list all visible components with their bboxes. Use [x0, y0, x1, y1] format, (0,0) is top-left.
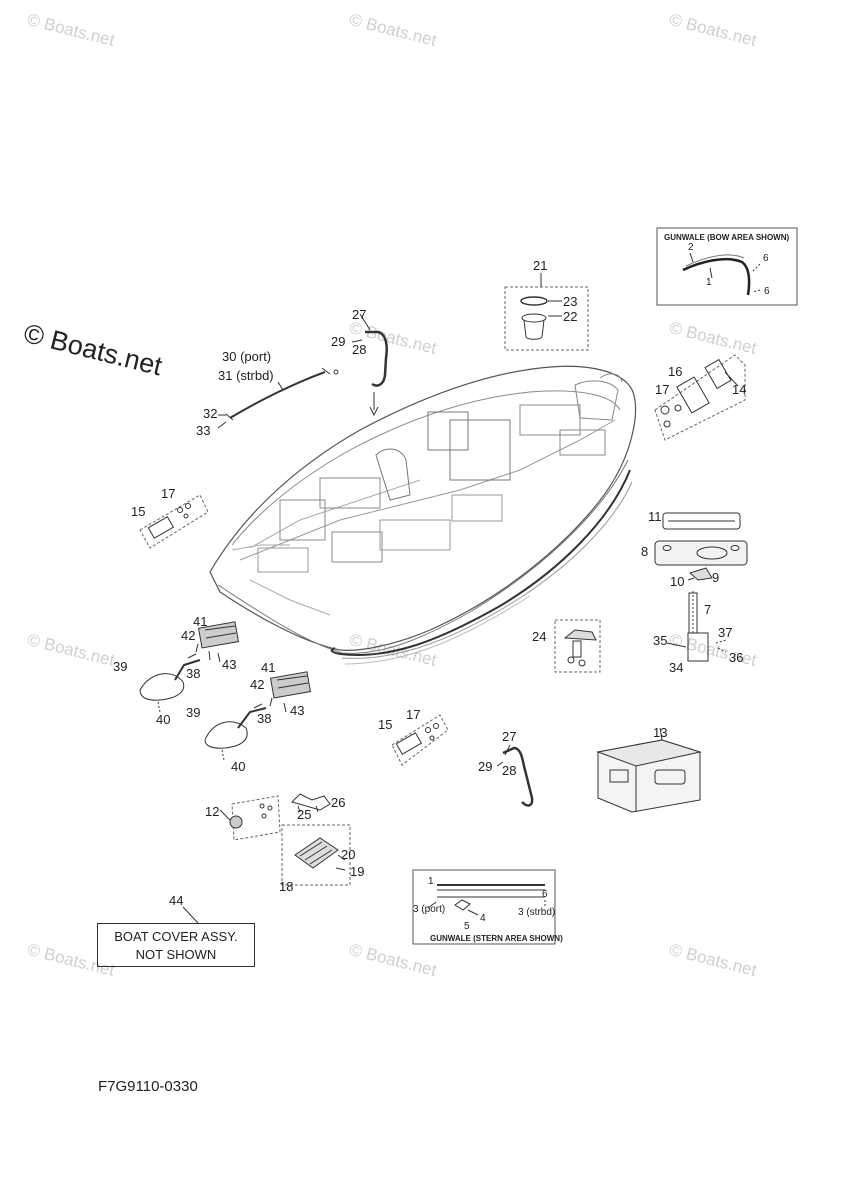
part-label: 17	[161, 486, 176, 501]
part-label: 44	[169, 893, 184, 908]
part-label: 34	[669, 660, 684, 675]
part-label: 20	[341, 847, 356, 862]
part-label: 40	[231, 759, 246, 774]
gunwale-bow-label: 6	[763, 253, 769, 264]
part-label: 37	[718, 625, 733, 640]
part-label: 28	[352, 342, 367, 357]
part-label: 38	[257, 711, 272, 726]
gunwale-bow-title: GUNWALE (BOW AREA SHOWN)	[664, 233, 790, 242]
part-label: 33	[196, 423, 211, 438]
part-label: 26	[331, 795, 346, 810]
part-label: 32	[203, 406, 218, 421]
part-label: 30 (port)	[222, 349, 272, 364]
part-label: 27	[352, 307, 367, 322]
part-label: 21	[533, 258, 548, 273]
gunwale-stern-label: 5	[464, 921, 470, 932]
boat-cover-line1: BOAT COVER ASSY.	[114, 929, 238, 944]
part-label: 24	[532, 629, 547, 644]
part-label: 39	[113, 659, 128, 674]
part-label: 43	[222, 657, 237, 672]
part-label: 11	[648, 509, 662, 524]
part-label: 15	[131, 504, 146, 519]
part-label: 19	[350, 864, 365, 879]
part-label: 28	[502, 763, 517, 778]
part-label: 38	[186, 666, 201, 681]
gunwale-stern-label: 6	[542, 889, 548, 900]
boat-hull-drawing	[209, 365, 637, 665]
part-label: 41	[193, 614, 208, 629]
gunwale-bow-label: 2	[688, 242, 694, 253]
gunwale-stern-label: 3 (strbd)	[518, 907, 556, 918]
gunwale-stern-title: GUNWALE (STERN AREA SHOWN)	[430, 934, 563, 943]
part-label: 8	[641, 544, 649, 559]
part-label: 23	[563, 294, 578, 309]
part-label: 16	[668, 364, 683, 379]
gunwale-bow-label: 1	[706, 277, 712, 288]
part-label: 15	[378, 717, 393, 732]
part-label: 7	[704, 602, 712, 617]
cooler-drawing	[596, 727, 702, 813]
part-label: 43	[290, 703, 305, 718]
gunwale-stern-label: 3 (port)	[413, 904, 446, 915]
part-label: 31 (strbd)	[218, 368, 274, 383]
part-label: 9	[712, 570, 720, 585]
boat-cover-line2: NOT SHOWN	[135, 947, 217, 962]
part-label: 10	[670, 574, 685, 589]
part-label: 14	[732, 382, 747, 397]
diagram-code: F7G9110-0330	[98, 1078, 198, 1095]
part-label: 42	[181, 628, 196, 643]
part-label: 12	[205, 804, 220, 819]
part-label: 22	[563, 309, 578, 324]
boat-cover-note: BOAT COVER ASSY. NOT SHOWN	[97, 923, 255, 967]
gunwale-stern-label: 4	[480, 913, 486, 924]
part-label: 29	[331, 334, 346, 349]
part-label: 27	[502, 729, 517, 744]
part-label: 40	[156, 712, 171, 727]
part-label: 25	[297, 807, 312, 822]
part-label: 39	[186, 705, 201, 720]
part-label: 35	[653, 633, 668, 648]
part-label: 29	[478, 759, 493, 774]
part-label: 13	[653, 725, 668, 740]
part-label: 41	[261, 660, 276, 675]
gunwale-bow-label: 6	[764, 286, 770, 297]
gunwale-stern-label: 1	[428, 876, 434, 887]
part-label: 17	[406, 707, 421, 722]
part-label: 18	[279, 879, 294, 894]
part-label: 17	[655, 382, 670, 397]
part-label: 42	[250, 677, 265, 692]
part-label: 36	[729, 650, 744, 665]
